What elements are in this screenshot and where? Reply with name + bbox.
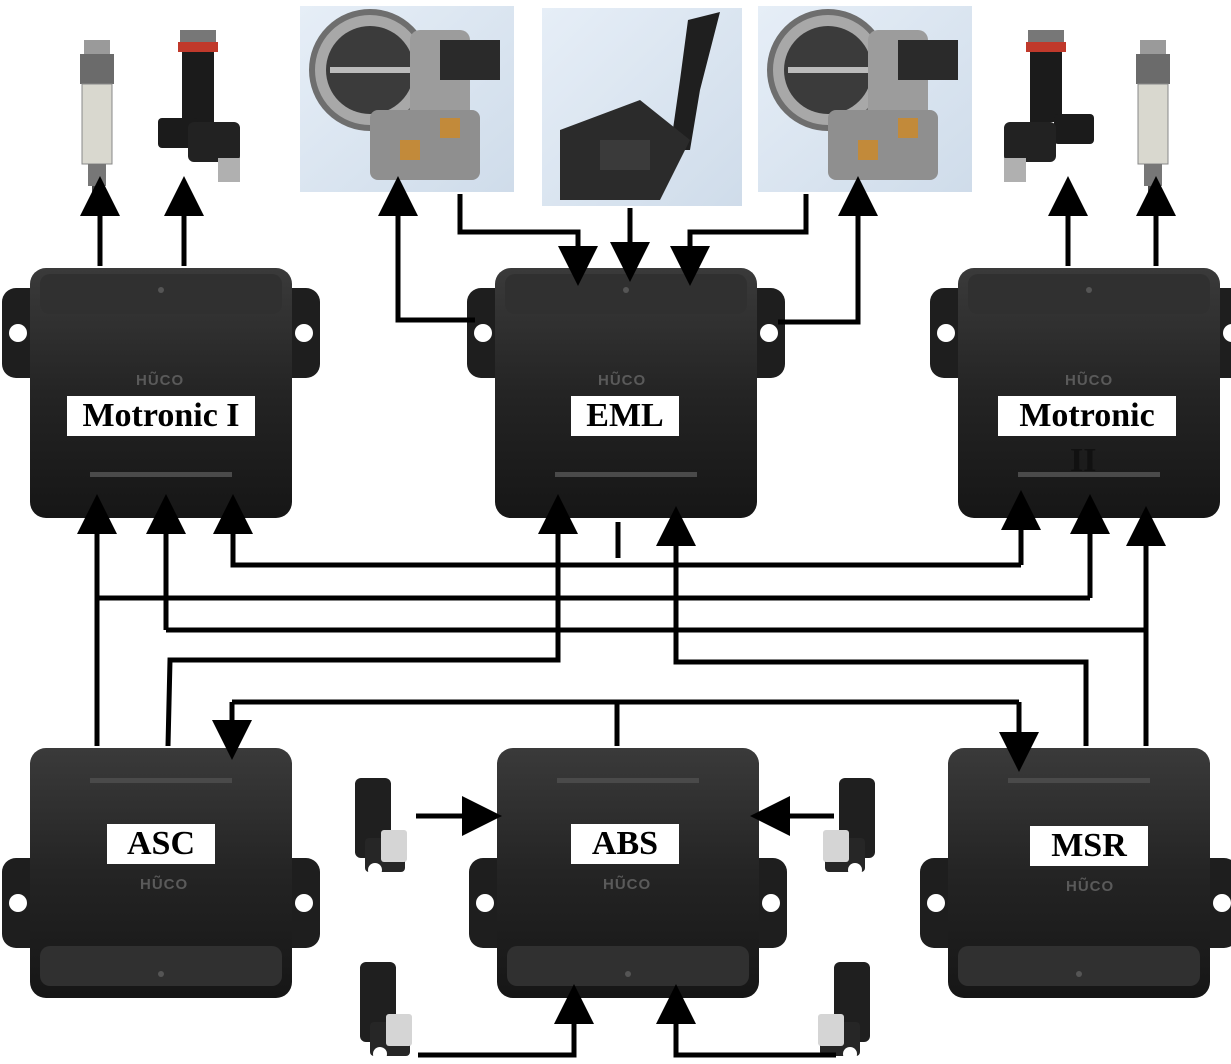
ecu-abs <box>469 748 787 998</box>
motronic2-brand: HŨCO <box>1065 372 1113 389</box>
connection-line <box>778 196 858 322</box>
abs-brand: HŨCO <box>603 876 651 893</box>
motronic1-brand: HŨCO <box>136 372 184 389</box>
ecu-asc <box>2 748 320 998</box>
connection-line <box>676 1004 836 1055</box>
accelerator-pedal-icon <box>542 8 742 206</box>
msr-brand: HŨCO <box>1066 878 1114 895</box>
connection-line <box>233 514 1021 565</box>
fuel-injector-icon <box>80 40 114 198</box>
asc-brand: HŨCO <box>140 876 188 893</box>
ecu-motronic-1 <box>2 268 320 518</box>
connection-line <box>97 598 1090 746</box>
wheel-speed-sensor-icon <box>360 962 412 1061</box>
connection-line <box>418 1004 574 1055</box>
asc-label: ASC <box>107 824 215 864</box>
eml-brand: HŨCO <box>598 372 646 389</box>
throttle-body-icon <box>300 6 514 192</box>
ecu-msr <box>920 748 1231 998</box>
abs-label: ABS <box>571 824 679 864</box>
wheel-speed-sensor-icon <box>823 778 875 877</box>
motronic2-label: Motronic <box>998 396 1176 436</box>
connection-line <box>676 526 1086 746</box>
motronic2-label-line2: II <box>1070 442 1096 480</box>
fuel-injector-icon <box>1136 40 1170 198</box>
fuel-injector-icon <box>158 30 240 182</box>
connection-line <box>398 196 475 320</box>
motronic1-label: Motronic I <box>67 396 255 436</box>
fuel-injector-icon <box>1004 30 1094 182</box>
throttle-body-icon <box>758 6 972 192</box>
ecu-eml <box>467 268 785 518</box>
wheel-speed-sensor-icon <box>818 962 870 1061</box>
ecu-motronic-2 <box>930 268 1231 518</box>
msr-label: MSR <box>1030 826 1148 866</box>
eml-label: EML <box>571 396 679 436</box>
wheel-speed-sensor-icon <box>355 778 407 877</box>
